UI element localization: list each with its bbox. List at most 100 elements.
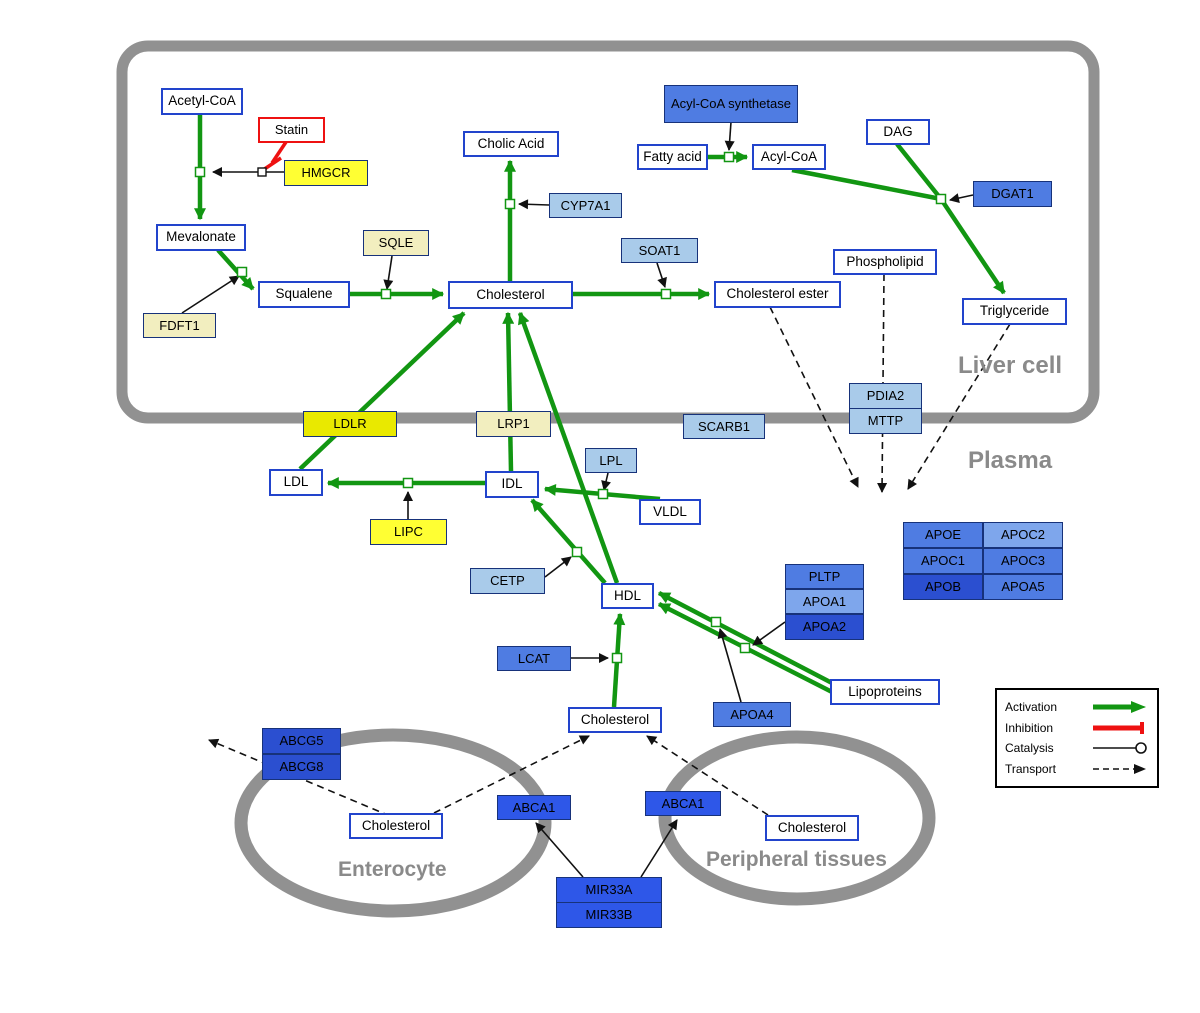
catalysis-pltp-apoa1-apoa2	[752, 621, 786, 646]
liver-cell-membrane	[116, 40, 1100, 424]
node-mevalonate[interactable]: Mevalonate	[156, 224, 246, 251]
node-lpl[interactable]: LPL	[585, 448, 637, 473]
catalysis-mir33-abca1-right	[640, 819, 678, 878]
catalysis-dgat1	[949, 193, 974, 203]
inhibition-bar-icon	[1093, 721, 1144, 734]
reaction-nodes	[194, 151, 947, 664]
enterocyte-label: Enterocyte	[338, 858, 447, 881]
node-cholesterol-plasma[interactable]: Cholesterol	[568, 707, 662, 733]
peripheral-tissues-label: Peripheral tissues	[706, 848, 887, 871]
catalysis-cetp	[544, 556, 572, 578]
activation-ldl-cholesterol	[298, 311, 466, 471]
catalysis-cyp7a1	[518, 199, 550, 210]
legend-row-inhibition: Inhibition	[1005, 718, 1149, 738]
node-apob[interactable]: APOB	[903, 574, 983, 600]
node-apoc1[interactable]: APOC1	[903, 548, 983, 574]
peripheral-tissues-membrane	[658, 730, 936, 906]
node-fatty-acid[interactable]: Fatty acid	[637, 144, 708, 170]
node-acyl-coa[interactable]: Acyl-CoA	[752, 144, 826, 170]
legend-row-transport: Transport	[1005, 759, 1149, 779]
legend-row-catalysis: Catalysis	[1005, 738, 1149, 758]
activation-junction-triglyceride	[939, 197, 1006, 295]
transport-dashed-arrow-icon	[1093, 763, 1146, 774]
transport-peripheral-cholesterol-plasma	[646, 735, 769, 816]
catalysis-edges	[181, 121, 974, 878]
activation-arrow-icon	[1093, 701, 1146, 713]
node-apoa1[interactable]: APOA1	[785, 589, 864, 614]
node-abcg5[interactable]: ABCG5	[262, 728, 341, 754]
catalysis-circle-icon	[1093, 742, 1147, 755]
node-lipc[interactable]: LIPC	[370, 519, 447, 545]
node-cholesterol-enterocyte[interactable]: Cholesterol	[349, 813, 443, 839]
node-apoa4[interactable]: APOA4	[713, 702, 791, 727]
transport-cholesterolester-plasma	[769, 306, 859, 488]
inhibition-edges	[262, 141, 288, 172]
node-cholesterol-peripheral[interactable]: Cholesterol	[765, 815, 859, 841]
node-dag[interactable]: DAG	[866, 119, 930, 145]
legend-inhibition-label: Inhibition	[1005, 720, 1054, 735]
node-dgat1[interactable]: DGAT1	[973, 181, 1052, 207]
node-scarb1[interactable]: SCARB1	[683, 414, 765, 439]
node-pltp[interactable]: PLTP	[785, 564, 864, 589]
node-apoa5[interactable]: APOA5	[983, 574, 1063, 600]
node-abca1-peripheral[interactable]: ABCA1	[645, 791, 721, 816]
catalysis-fdft1	[181, 275, 240, 314]
transport-triglyceride-plasma	[907, 323, 1011, 490]
catalysis-mir33-abca1-left	[535, 822, 584, 878]
plasma-label: Plasma	[968, 447, 1053, 474]
node-sqle[interactable]: SQLE	[363, 230, 429, 256]
node-fdft1[interactable]: FDFT1	[143, 313, 216, 338]
transport-enterocyte-cholesterol-plasma	[433, 735, 590, 814]
node-idl[interactable]: IDL	[485, 471, 539, 498]
node-lrp1[interactable]: LRP1	[476, 411, 551, 437]
node-vldl[interactable]: VLDL	[639, 499, 701, 525]
catalysis-sqle	[383, 255, 394, 290]
node-cetp[interactable]: CETP	[470, 568, 545, 594]
legend-row-activation: Activation	[1005, 697, 1149, 717]
activation-hdl-idl	[530, 498, 607, 585]
activation-dag-junction	[895, 142, 943, 201]
node-hdl[interactable]: HDL	[601, 583, 654, 609]
activation-idl-cholesterol	[502, 311, 515, 472]
activation-mevalonate-squalene	[216, 248, 255, 291]
node-apoa2[interactable]: APOA2	[785, 614, 864, 640]
node-triglyceride[interactable]: Triglyceride	[962, 298, 1067, 325]
node-apoc2[interactable]: APOC2	[983, 522, 1063, 548]
membranes	[116, 40, 1100, 918]
node-ldlr[interactable]: LDLR	[303, 411, 397, 437]
node-mttp[interactable]: MTTP	[849, 408, 922, 434]
catalysis-anchor-hmgcr	[257, 167, 267, 177]
node-squalene[interactable]: Squalene	[258, 281, 350, 308]
catalysis-acylcoa-synthetase	[724, 121, 735, 151]
node-apoc3[interactable]: APOC3	[983, 548, 1063, 574]
node-ldl[interactable]: LDL	[269, 469, 323, 496]
node-hmgcr[interactable]: HMGCR	[284, 160, 368, 186]
node-abca1-enterocyte[interactable]: ABCA1	[497, 795, 571, 820]
node-mir33b[interactable]: MIR33B	[556, 902, 662, 928]
activation-acylcoa-junction	[791, 167, 942, 202]
node-lipoproteins[interactable]: Lipoproteins	[830, 679, 940, 705]
node-cyp7a1[interactable]: CYP7A1	[549, 193, 622, 218]
node-phospholipid[interactable]: Phospholipid	[833, 249, 937, 275]
node-cholesterol-liver[interactable]: Cholesterol	[448, 281, 573, 309]
node-apoe[interactable]: APOE	[903, 522, 983, 548]
node-cholic-acid[interactable]: Cholic Acid	[463, 131, 559, 157]
node-pdia2[interactable]: PDIA2	[849, 383, 922, 409]
legend-transport-label: Transport	[1005, 761, 1056, 776]
legend: Activation Inhibition Catalysis Transpor…	[995, 688, 1159, 788]
legend-catalysis-label: Catalysis	[1005, 741, 1054, 756]
node-lcat[interactable]: LCAT	[497, 646, 571, 671]
node-statin[interactable]: Statin	[258, 117, 325, 143]
liver-cell-label: Liver cell	[958, 352, 1063, 379]
node-mir33a[interactable]: MIR33A	[556, 877, 662, 903]
activation-lipoproteins-hdl-upper	[657, 591, 834, 685]
node-abcg8[interactable]: ABCG8	[262, 754, 341, 780]
node-acyl-coa-synthetase[interactable]: Acyl-CoA synthetase	[664, 85, 798, 123]
inhibition-statin-hmgcr-line	[270, 141, 288, 164]
catalysis-soat1	[656, 262, 667, 288]
node-acetyl-coa[interactable]: Acetyl-CoA	[161, 88, 243, 115]
node-cholesterol-ester[interactable]: Cholesterol ester	[714, 281, 841, 308]
node-soat1[interactable]: SOAT1	[621, 238, 698, 263]
